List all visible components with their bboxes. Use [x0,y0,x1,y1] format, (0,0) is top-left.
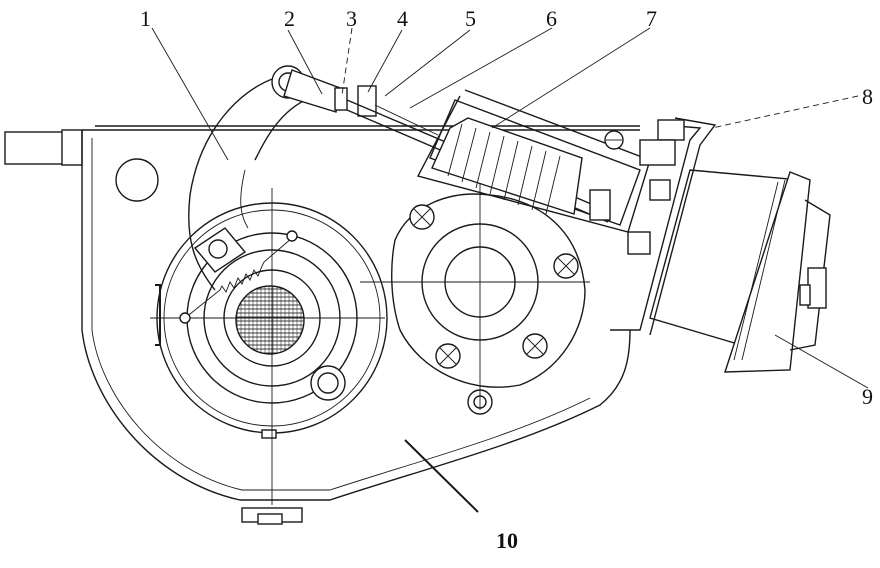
part-labels: 1 2 3 4 5 6 7 8 9 10 [140,6,873,553]
link-roller [271,65,377,117]
compression-spring [416,89,651,233]
left-wheel [150,188,388,505]
label-9: 9 [862,384,873,409]
left-mounting-bracket [4,125,640,166]
label-5: 5 [465,6,476,31]
label-10: 10 [496,528,518,553]
leader-lines [151,27,869,513]
label-4: 4 [397,6,408,31]
label-8: 8 [862,84,873,109]
right-wheel [360,160,590,415]
label-3: 3 [346,6,357,31]
label-1: 1 [140,6,151,31]
cam-plate [188,77,311,291]
main-housing [81,130,631,525]
label-7: 7 [646,6,657,31]
label-2: 2 [284,6,295,31]
tension-spring [179,227,298,324]
right-bracket [610,117,717,336]
label-6: 6 [546,6,557,31]
actuator [649,169,831,373]
